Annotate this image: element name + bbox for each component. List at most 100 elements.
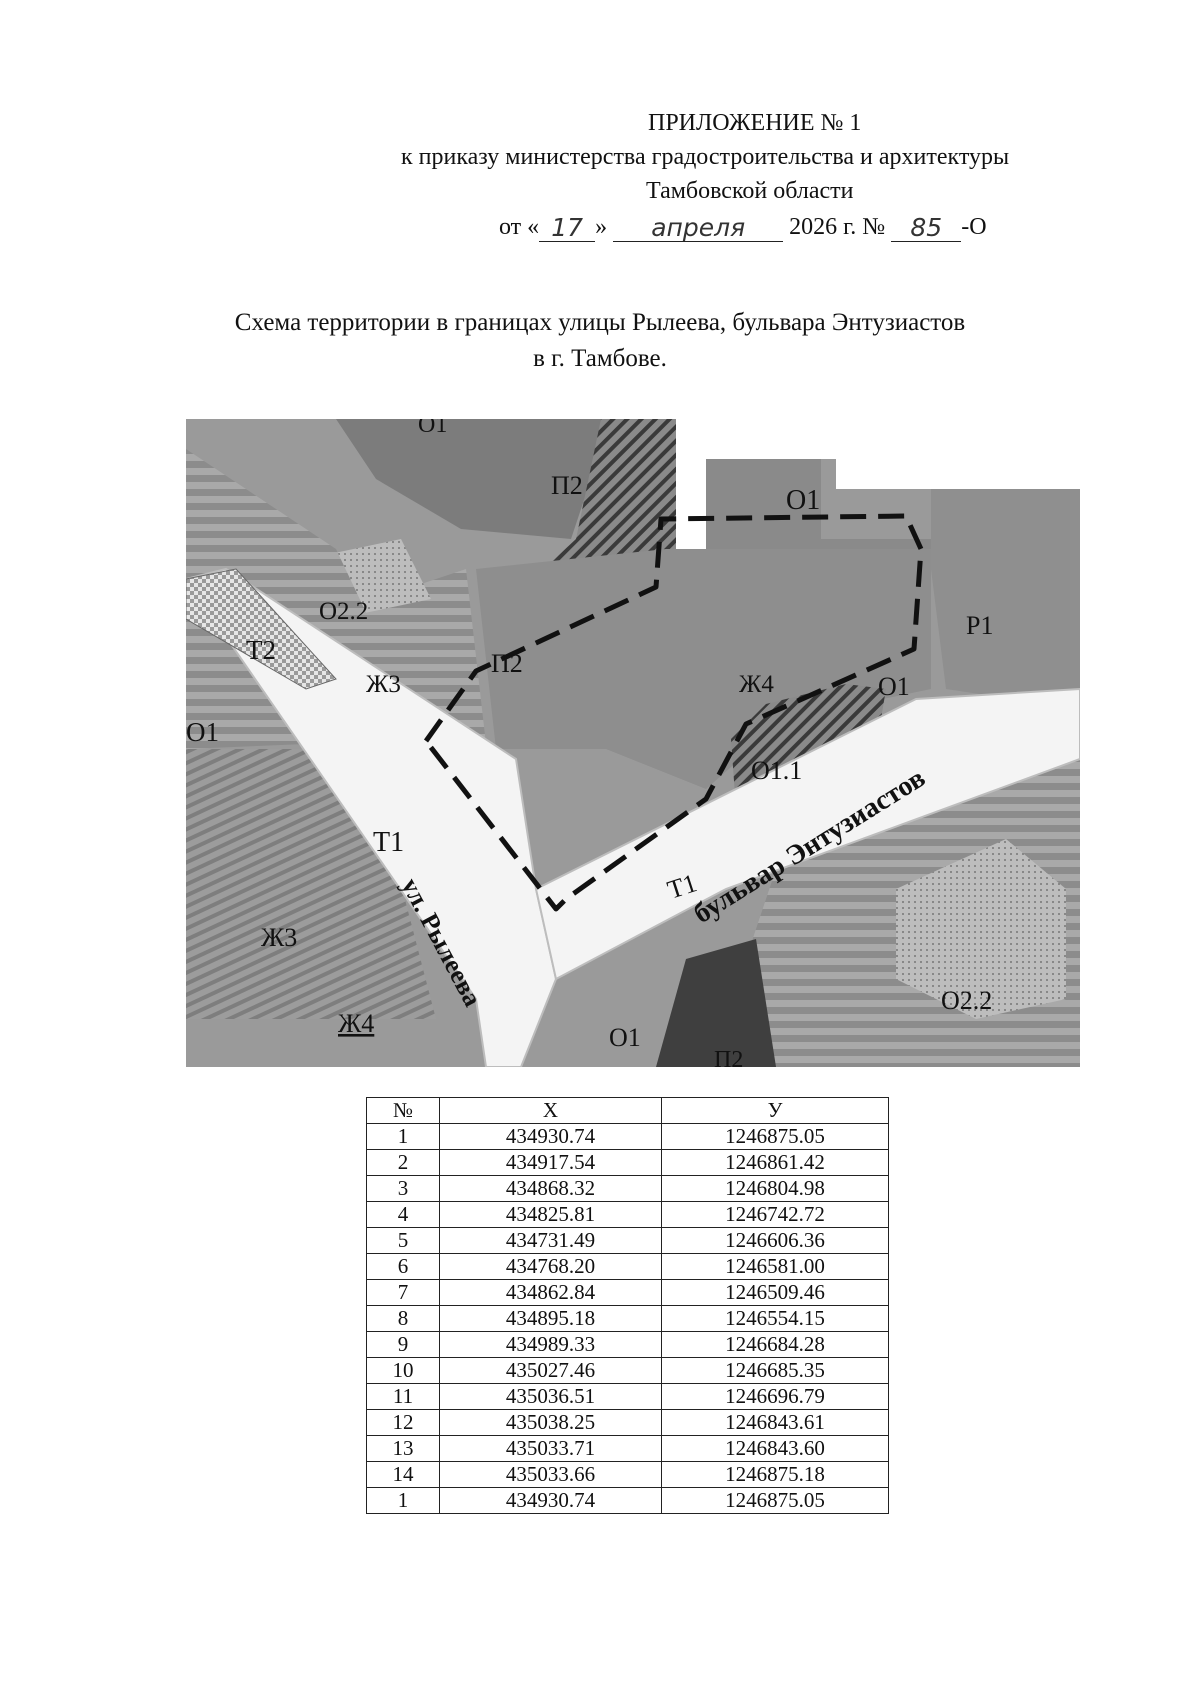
zone-o22-right-area [896,839,1066,1019]
y-coordinate: 1246696.79 [661,1383,889,1410]
zone-label-p2-bottom: П2 [714,1047,743,1067]
zone-bottom-left-strip [186,1019,446,1067]
handwritten-order-number: 85 [891,215,962,242]
y-coordinate: 1246875.18 [661,1461,889,1488]
zone-label-o1-bottom: О1 [609,1023,641,1052]
zone-label-o1-right: О1 [878,672,910,701]
y-coordinate: 1246875.05 [661,1123,889,1150]
zone-label-o22-right: О2.2 [941,986,992,1015]
point-number: 3 [366,1175,440,1202]
point-number: 9 [366,1331,440,1358]
zone-label-zh4-bottom: Ж4 [338,1009,374,1038]
zone-p2-top-area [546,419,676,567]
y-coordinate: 1246875.05 [661,1487,889,1514]
point-number: 7 [366,1279,440,1306]
zone-label-zh3-mid: Ж3 [366,671,401,698]
y-coordinate: 1246606.36 [661,1227,889,1254]
zone-label-t1-left: Т1 [373,827,404,858]
x-coordinate: 434930.74 [439,1123,662,1150]
x-coordinate: 435036.51 [439,1383,662,1410]
point-number: 4 [366,1201,440,1228]
point-number: 11 [366,1383,440,1410]
x-coordinate: 434917.54 [439,1149,662,1176]
boulevard-enthusiastov [534,687,1080,981]
point-number: 8 [366,1305,440,1332]
column-header-x: X [439,1097,662,1124]
x-coordinate: 435027.46 [439,1357,662,1384]
x-coordinate: 435038.25 [439,1409,662,1436]
y-coordinate: 1246685.35 [661,1357,889,1384]
zone-p1-area [931,489,1080,709]
y-coordinate: 1246804.98 [661,1175,889,1202]
zone-label-o22-left: О2.2 [319,598,368,625]
y-coordinate: 1246509.46 [661,1279,889,1306]
x-coordinate: 435033.71 [439,1435,662,1462]
year-text: 2026 г. № [789,214,886,240]
zone-o1-topright-area [706,459,931,569]
zone-label-o11: О1.1 [751,756,802,785]
x-coordinate: 434895.18 [439,1305,662,1332]
point-number: 10 [366,1357,440,1384]
x-coordinate: 434868.32 [439,1175,662,1202]
y-coordinate: 1246843.60 [661,1435,889,1462]
x-coordinate: 434989.33 [439,1331,662,1358]
y-coordinate: 1246861.42 [661,1149,889,1176]
x-coordinate: 434862.84 [439,1279,662,1306]
zone-label-p2-mid: П2 [491,649,523,678]
zone-label-p1: Р1 [966,611,993,640]
y-coordinate: 1246581.00 [661,1253,889,1280]
point-number: 1 [366,1487,440,1514]
handwritten-month: апреля [613,215,784,242]
point-number: 5 [366,1227,440,1254]
zone-p2-bottom-area [656,939,776,1067]
point-number: 6 [366,1253,440,1280]
white-lot-top [676,419,1080,569]
point-number: 2 [366,1149,440,1176]
document-title: Схема территории в границах улицы Рылеев… [234,309,966,336]
appendix-title: ПРИЛОЖЕНИЕ № 1 [648,110,862,136]
column-header-number: № [366,1097,440,1124]
x-coordinate: 434825.81 [439,1201,662,1228]
date-mid: » [595,214,608,240]
y-coordinate: 1246742.72 [661,1201,889,1228]
order-suffix: -О [961,214,987,240]
y-coordinate: 1246684.28 [661,1331,889,1358]
document-subtitle: в г. Тамбове. [533,345,667,372]
zone-t2-area [186,568,337,690]
zone-label-t2: Т2 [246,635,276,665]
zone-zh4-area [476,549,931,789]
order-date-line: от «17» апреля 2026 г. № 85-О [499,212,987,242]
y-coordinate: 1246843.61 [661,1409,889,1436]
zone-label-p2-top: П2 [551,471,583,500]
x-coordinate: 434768.20 [439,1253,662,1280]
point-number: 1 [366,1123,440,1150]
region-name: Тамбовской области [646,178,854,204]
zone-label-zh4: Ж4 [739,671,774,698]
zone-label-o1-topright: О1 [786,485,820,516]
order-reference: к приказу министерства градостроительств… [401,144,1010,170]
y-coordinate: 1246554.15 [661,1305,889,1332]
zone-label-zh3-bottom: Ж3 [261,923,297,952]
territory-boundary [423,513,924,912]
table-header-row: № X У [366,1097,889,1124]
point-number: 14 [366,1461,440,1488]
territory-scheme-map: О1 П2 О1 Р1 О2.2 Т2 П2 Ж3 Ж4 О1 О1 О1.1 … [186,419,1080,1067]
date-prefix: от « [499,214,540,240]
zone-label-o1-top: О1 [418,419,447,438]
point-number: 13 [366,1435,440,1462]
point-number: 12 [366,1409,440,1436]
